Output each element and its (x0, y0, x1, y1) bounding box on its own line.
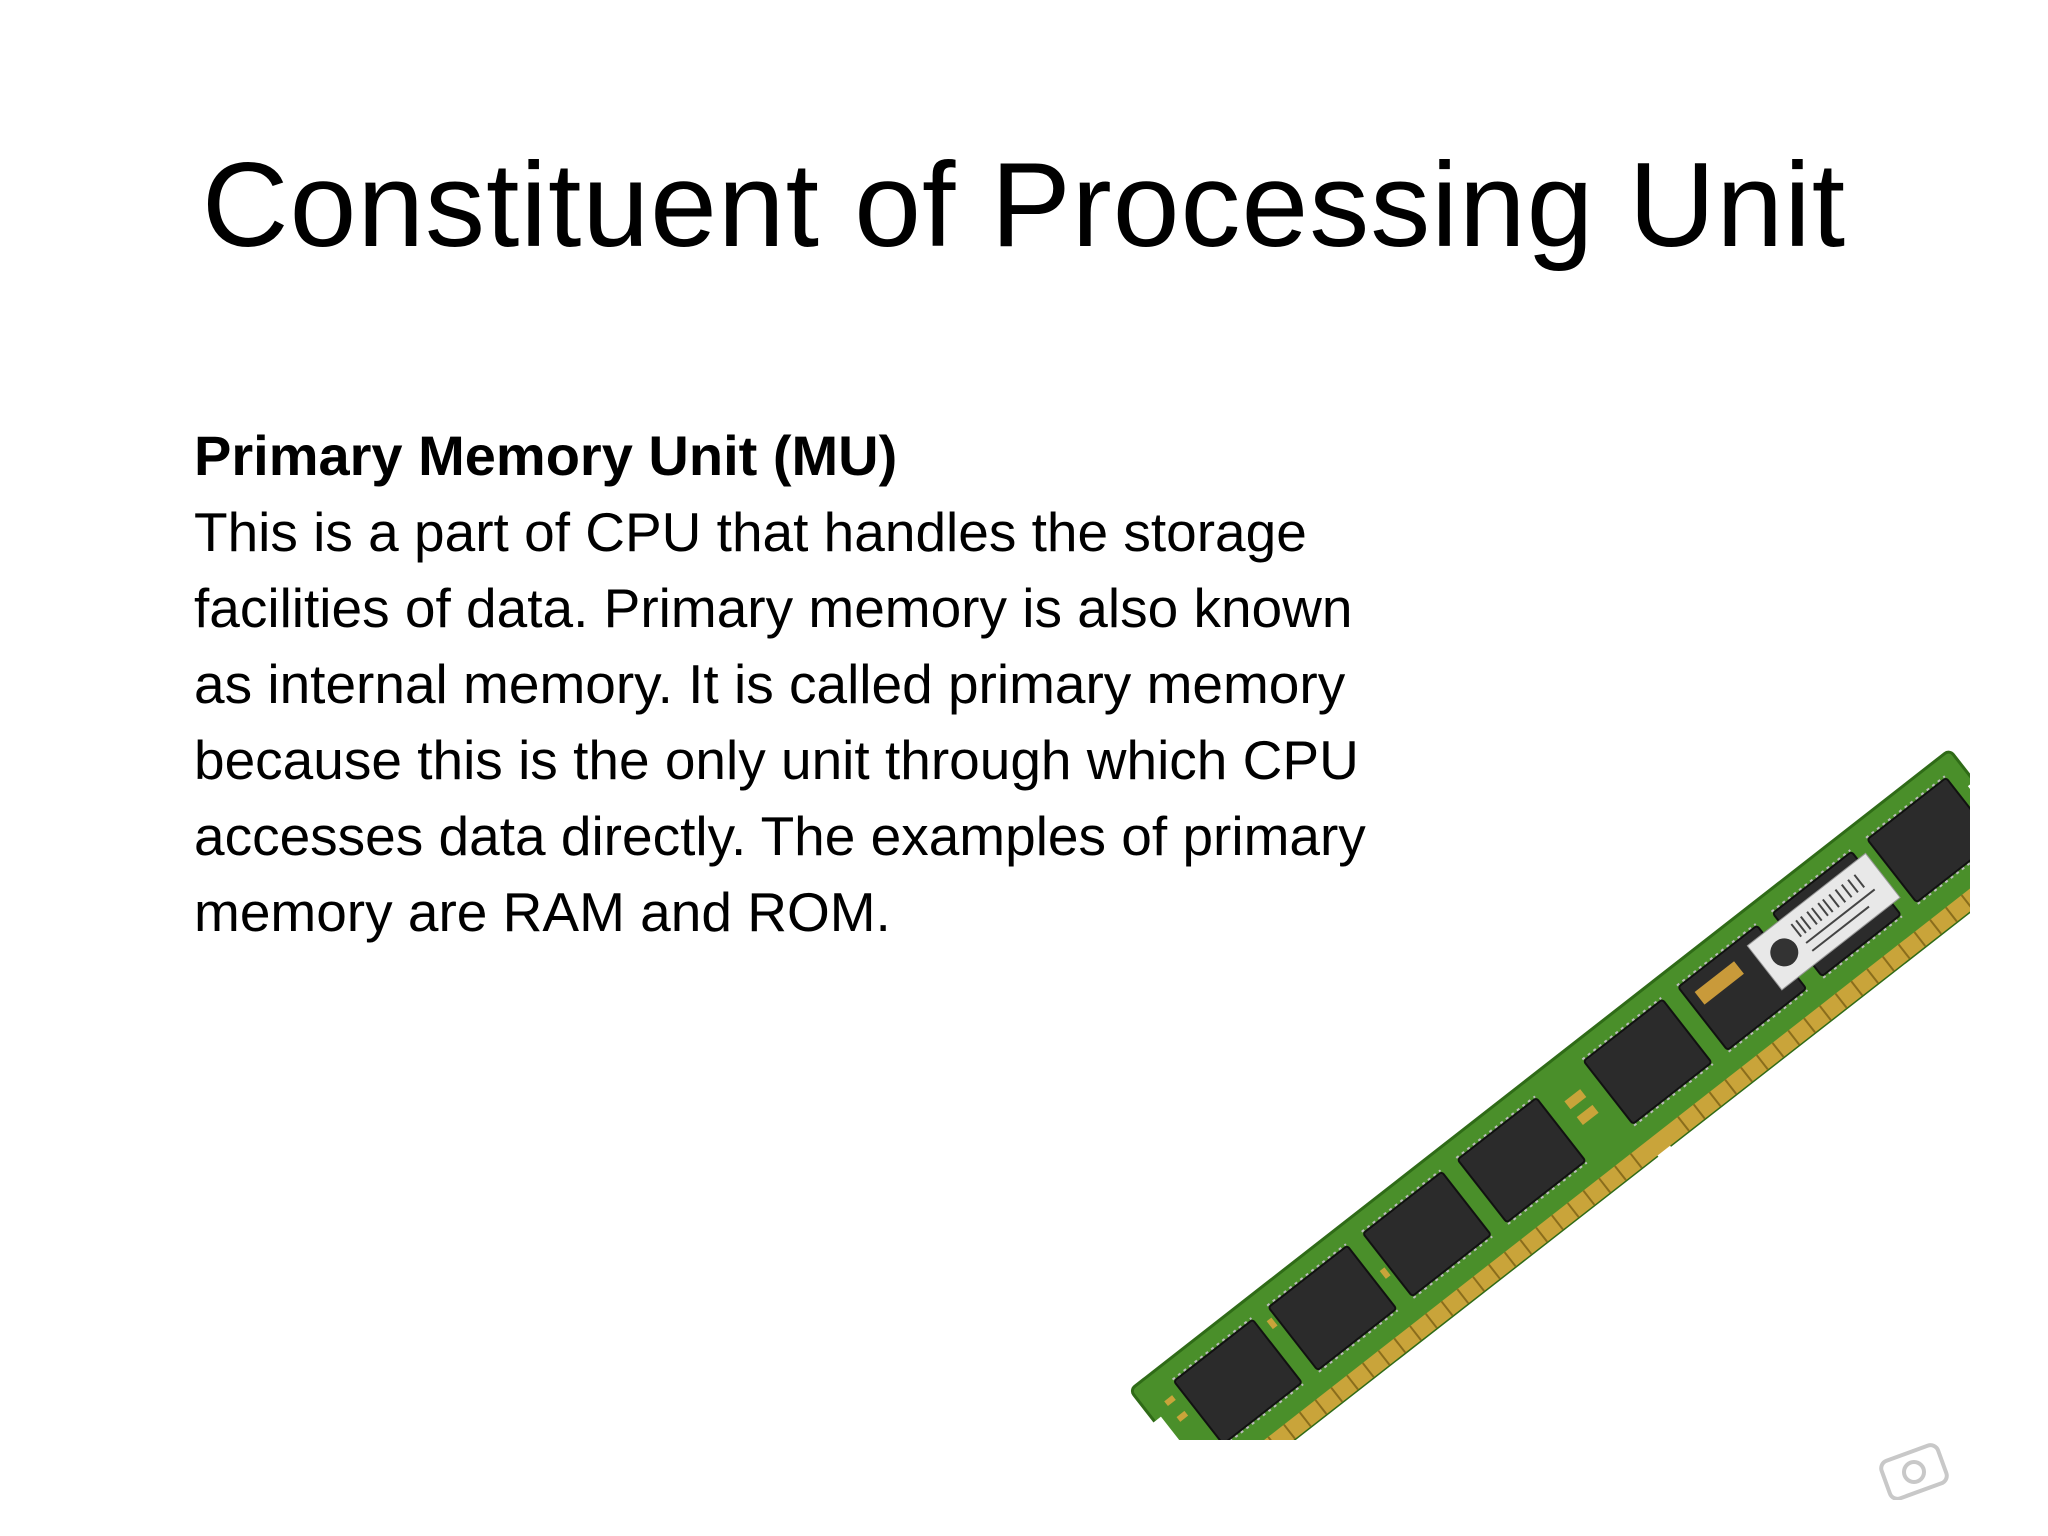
content-block: Primary Memory Unit (MU) This is a part … (194, 418, 1464, 950)
camera-watermark-icon (1879, 1443, 1949, 1500)
section-heading: Primary Memory Unit (MU) (194, 424, 898, 487)
slide-title: Constituent of Processing Unit (201, 138, 1847, 272)
ram-module-image (1130, 750, 1970, 1440)
body-paragraph: This is a part of CPU that handles the s… (194, 501, 1366, 943)
